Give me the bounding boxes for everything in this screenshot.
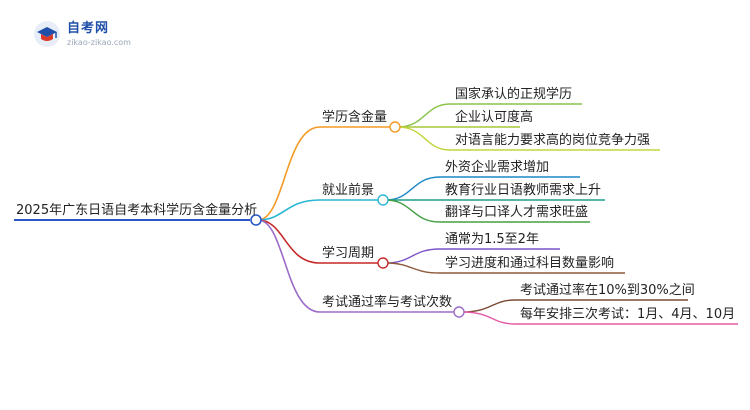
logo: 自考网 zikao-zikao.com — [33, 20, 131, 48]
branch-node-dot — [389, 121, 401, 133]
leaf-node: 教育行业日语教师需求上升 — [445, 183, 602, 198]
root-node-dot — [250, 214, 262, 226]
leaf-node: 国家承认的正规学历 — [455, 87, 573, 102]
branch-node-dot — [377, 194, 389, 206]
leaf-node: 每年安排三次考试：1月、4月、10月 — [520, 307, 736, 322]
logo-title: 自考网 — [67, 20, 110, 36]
leaf-node: 翻译与口译人才需求旺盛 — [445, 205, 589, 220]
leaf-node: 外资企业需求增加 — [445, 160, 550, 175]
branch-node-dot — [453, 306, 465, 318]
branch-study-period: 学习周期 — [322, 246, 375, 261]
branch-pass-rate: 考试通过率与考试次数 — [322, 295, 453, 310]
graduation-cap-icon — [34, 21, 60, 47]
leaf-node: 通常为1.5至2年 — [445, 232, 539, 247]
leaf-node: 企业认可度高 — [455, 110, 534, 125]
branch-employment: 就业前景 — [322, 183, 375, 198]
leaf-node: 考试通过率在10%到30%之间 — [520, 283, 695, 298]
branch-degree-value: 学历含金量 — [322, 110, 388, 125]
root-node: 2025年广东日语自考本科学历含金量分析 — [16, 203, 258, 218]
leaf-node: 学习进度和通过科目数量影响 — [445, 256, 615, 271]
branch-node-dot — [377, 257, 389, 269]
leaf-node: 对语言能力要求高的岗位竞争力强 — [455, 133, 651, 148]
logo-url: zikao-zikao.com — [67, 37, 131, 47]
